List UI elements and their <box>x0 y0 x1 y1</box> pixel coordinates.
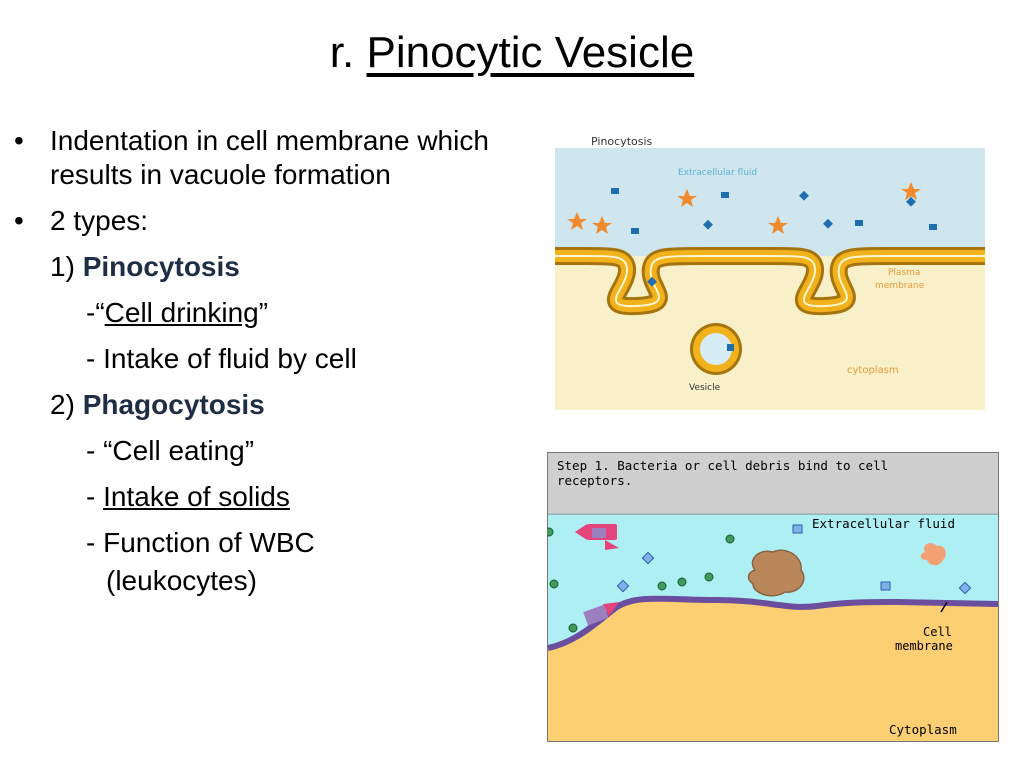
type-1-line: 1) Pinocytosis <box>14 250 524 284</box>
intake-of-solids-text: Intake of solids <box>103 481 290 512</box>
cytoplasm-label: cytoplasm <box>847 365 899 376</box>
bullet-list: • Indentation in cell membrane which res… <box>14 124 524 598</box>
molecule-icon <box>958 581 972 595</box>
step-caption-box <box>548 453 998 513</box>
slide-title: r. Pinocytic Vesicle <box>0 28 1024 78</box>
bullet-text-2: 2 types: <box>50 205 149 236</box>
plasma-label: Plasma <box>888 268 920 278</box>
molecule-icon <box>906 196 916 207</box>
star-icon <box>901 182 921 200</box>
type-2-detail-4: (leukocytes) <box>106 565 257 596</box>
star-icon <box>592 216 612 234</box>
particle-icon <box>704 572 714 582</box>
type-1-detail-2: - Intake of fluid by cell <box>86 343 357 374</box>
molecule-icon <box>616 579 630 593</box>
particle-markers <box>547 524 972 633</box>
molecule-icon <box>641 551 655 565</box>
molecule-icon <box>631 228 639 234</box>
particle-icon <box>547 527 554 537</box>
solute-markers <box>611 188 937 234</box>
step-caption-line-2: receptors. <box>557 473 632 488</box>
cytoplasm-region <box>548 598 998 741</box>
bacteria-icon <box>920 543 946 566</box>
extracellular-fluid-label: Extracellular fluid <box>812 516 955 531</box>
bullet-dot: • <box>14 205 24 236</box>
type-2-detail-1: - “Cell eating” <box>86 435 255 466</box>
molecule-icon <box>929 224 937 230</box>
type-1-name: Pinocytosis <box>82 251 240 282</box>
molecule-icon <box>823 218 833 229</box>
type-2-detail-3: - Function of WBC <box>86 527 315 558</box>
molecule-icon <box>855 220 863 226</box>
particle-icon <box>549 579 559 589</box>
type-2-number: 2) <box>50 389 75 420</box>
membrane-label: membrane <box>875 281 925 291</box>
extracellular-fluid-region <box>555 148 985 258</box>
star-icon <box>768 216 788 234</box>
molecule-icon <box>792 524 803 534</box>
star-icon <box>677 189 697 207</box>
star-icon <box>567 212 587 230</box>
quote-open: -“ <box>86 297 105 328</box>
type-2-line: 2) Phagocytosis <box>14 388 524 422</box>
molecule-icon <box>611 188 619 194</box>
molecule-icon <box>727 344 734 351</box>
cell-drinking-text: Cell drinking <box>104 297 259 328</box>
molecule-icon <box>647 276 657 287</box>
particle-icon <box>568 623 578 633</box>
bullet-item: • 2 types: <box>14 204 524 238</box>
molecule-icon <box>880 581 891 591</box>
membrane-label: membrane <box>895 639 953 653</box>
particle-icon <box>677 577 687 587</box>
pinocytosis-label: Pinocytosis <box>591 135 653 148</box>
type-1-detail-1: -“Cell drinking” <box>14 296 524 330</box>
pinocytosis-diagram: Pinocytosis Extracellular fluid Plasma m… <box>555 128 985 410</box>
particle-icon <box>725 534 735 544</box>
molecule-icon <box>721 192 729 198</box>
cytoplasm-label: Cytoplasm <box>889 722 957 737</box>
type-2-name: Phagocytosis <box>82 389 265 420</box>
molecule-icon <box>799 190 809 201</box>
bullet-text-1: Indentation in cell membrane which resul… <box>50 125 489 190</box>
vesicle-label: Vesicle <box>689 383 721 393</box>
type-2-detail-2: - Intake of solids <box>14 480 524 514</box>
receptor-icon-bottom <box>583 602 619 626</box>
membrane-pointer <box>940 601 948 613</box>
title-prefix: r. <box>329 28 355 77</box>
receptor-icon-top <box>575 524 619 550</box>
title-main: Pinocytic Vesicle <box>366 28 695 77</box>
step-caption-line-1: Step 1. Bacteria or cell debris bind to … <box>557 458 888 473</box>
molecule-icon <box>703 219 713 230</box>
phagocytosis-diagram: Step 1. Bacteria or cell debris bind to … <box>547 452 999 742</box>
bullet-dot: • <box>14 125 24 156</box>
star-markers <box>567 182 921 234</box>
type-1-number: 1) <box>50 251 75 282</box>
extracellular-fluid-label: Extracellular fluid <box>678 168 757 178</box>
cell-label: Cell <box>923 625 952 639</box>
bullet-item: • Indentation in cell membrane which res… <box>14 124 524 192</box>
particle-icon <box>657 581 667 591</box>
dash: - <box>86 481 104 512</box>
quote-close: ” <box>258 297 269 328</box>
cell-debris-icon <box>747 549 805 597</box>
